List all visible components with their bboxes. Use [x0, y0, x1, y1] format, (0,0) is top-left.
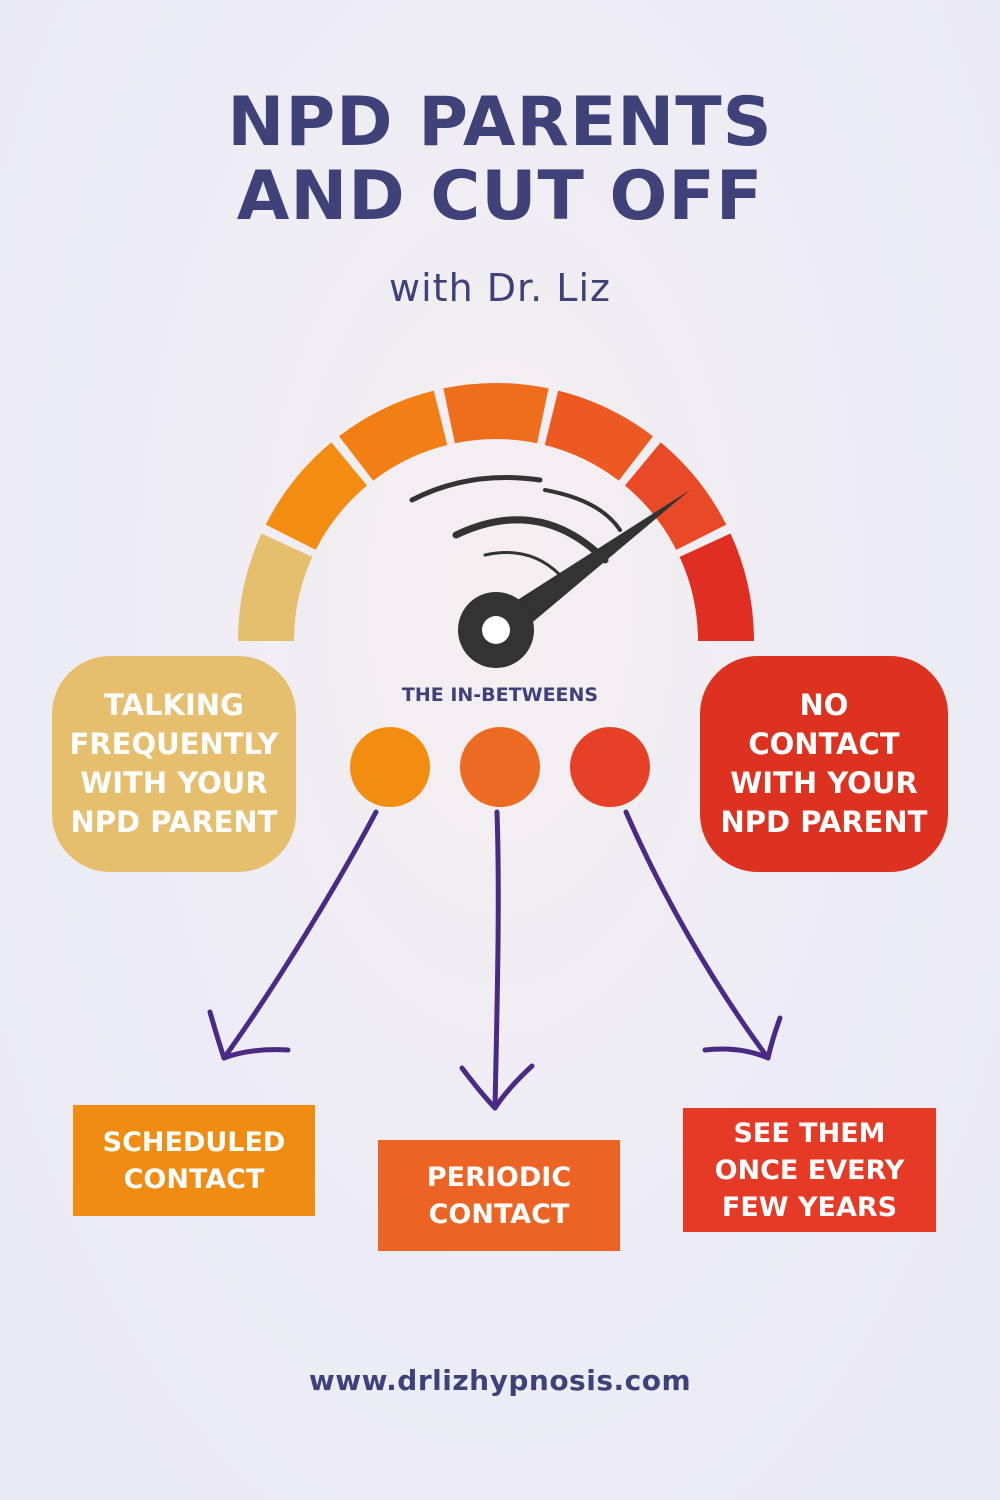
title-line-2: AND CUT OFF	[236, 157, 764, 236]
pill-right-line-1: NO	[799, 688, 849, 722]
pill-left-line-2: FREQUENTLY	[69, 727, 279, 761]
needle-hub-hole	[482, 616, 510, 644]
pill-right-line-4: NPD PARENT	[720, 805, 928, 839]
box-1-line-1: SCHEDULED	[102, 1126, 286, 1158]
gauge-segments	[238, 383, 754, 641]
pill-left-line-4: NPD PARENT	[70, 805, 278, 839]
title-line-1: NPD PARENTS	[227, 83, 773, 162]
gauge-needle	[458, 490, 690, 668]
website-link[interactable]: www.drlizhypnosis.com	[308, 1364, 692, 1397]
in-between-dot-3	[570, 727, 650, 807]
page-subtitle: with Dr. Liz	[389, 266, 611, 310]
speed-line-4	[483, 551, 562, 577]
gauge-segment-1	[238, 533, 313, 641]
box-1-line-2: CONTACT	[123, 1163, 265, 1195]
gauge-segment-4	[443, 383, 549, 444]
box-3-line-2: ONCE EVERY	[714, 1154, 905, 1186]
box-3-line-3: FEW YEARS	[721, 1191, 898, 1223]
pill-left-line-3: WITH YOUR	[80, 766, 268, 800]
speed-line-3	[543, 488, 622, 532]
frequent-contact-pill: TALKING FREQUENTLY WITH YOUR NPD PARENT	[52, 656, 296, 872]
gauge-segment-5	[544, 390, 653, 481]
speed-line-1	[409, 475, 543, 503]
no-contact-pill: NO CONTACT WITH YOUR NPD PARENT	[700, 656, 948, 872]
box-3-line-1: SEE THEM	[733, 1117, 886, 1149]
speed-line-2	[452, 516, 609, 564]
few-years-box: SEE THEM ONCE EVERY FEW YEARS	[683, 1108, 936, 1232]
pill-left-line-1: TALKING	[104, 688, 244, 722]
in-betweens-label: THE IN-BETWEENS	[401, 684, 599, 706]
pill-right-line-2: CONTACT	[748, 727, 900, 761]
pill-right-line-3: WITH YOUR	[730, 766, 918, 800]
gauge-segment-2	[265, 442, 368, 550]
periodic-contact-box: PERIODIC CONTACT	[378, 1140, 620, 1251]
page-title: NPD PARENTS AND CUT OFF	[0, 86, 1000, 234]
needle-pointer	[486, 490, 690, 642]
in-between-dot-2	[460, 727, 540, 807]
box-2-line-2: CONTACT	[428, 1198, 570, 1230]
arrow-to-scheduled	[207, 809, 379, 1061]
gauge-segment-6	[624, 442, 727, 550]
in-between-dot-1	[350, 727, 430, 807]
box-2-line-1: PERIODIC	[426, 1161, 572, 1193]
gauge-segment-7	[679, 533, 754, 641]
gauge-segment-3	[339, 390, 448, 481]
arrow-to-periodic	[459, 809, 535, 1111]
arrow-to-few-years	[623, 809, 783, 1061]
speed-lines	[409, 475, 622, 577]
scheduled-contact-box: SCHEDULED CONTACT	[73, 1105, 315, 1216]
